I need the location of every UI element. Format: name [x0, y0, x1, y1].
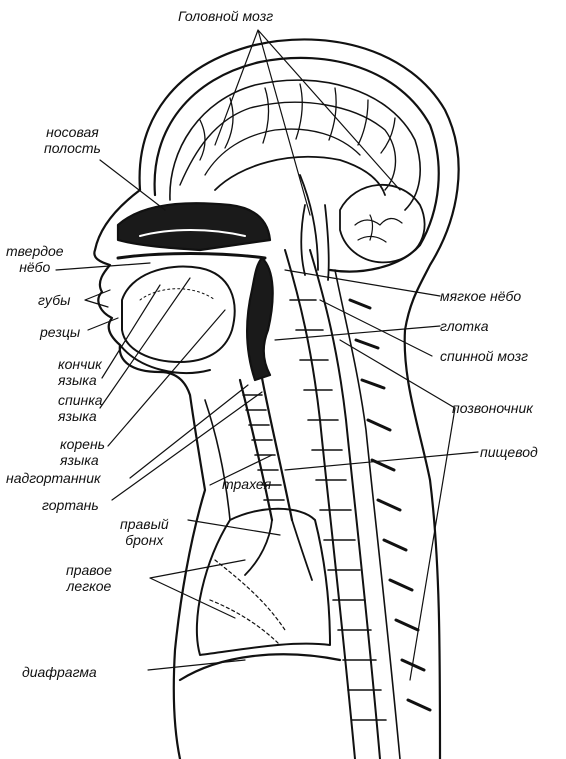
cerebellum: [339, 183, 426, 264]
label-larynx: гортань: [42, 497, 99, 513]
label-epiglottis: надгортанник: [6, 470, 101, 486]
leader-larynx: [111, 391, 263, 501]
leader-bronchus: [187, 519, 281, 536]
leader-nasal: [99, 159, 166, 211]
label-esophagus: пищевод: [480, 444, 538, 460]
leader-lung: [149, 559, 246, 619]
leader-tongue-root: [107, 309, 226, 447]
leader-soft-palate: [284, 269, 441, 297]
nasal-cavity-shape: [116, 202, 272, 252]
label-nasal-cavity: носовая полость: [44, 124, 101, 156]
label-incisors: резцы: [40, 324, 81, 340]
right-lung-shape: [195, 507, 331, 656]
leader-lips: [84, 289, 111, 308]
tongue-shape: [121, 265, 236, 363]
label-trachea: трахея: [222, 476, 272, 492]
leader-incisors: [87, 317, 119, 331]
leader-tongue-back: [99, 277, 191, 409]
body-outline: [138, 38, 460, 759]
label-right-bronchus: правый бронх: [120, 516, 169, 548]
leader-spinal-cord: [319, 299, 433, 357]
leader-hard-palate: [55, 262, 151, 271]
label-spine: позвоночник: [452, 400, 533, 416]
label-diaphragm: диафрагма: [22, 664, 97, 680]
label-brain: Головной мозг: [178, 8, 274, 24]
diaphragm-shape: [178, 653, 342, 682]
leader-epiglottis: [129, 384, 249, 479]
pharynx-shape: [246, 256, 274, 382]
leader-trachea: [209, 454, 273, 486]
label-hard-palate: твердое нёбо: [6, 243, 64, 275]
label-lips: губы: [38, 292, 71, 308]
leader-diaphragm: [147, 659, 246, 671]
spinal-column: [284, 249, 356, 759]
label-tongue-tip: кончик языка: [58, 356, 102, 388]
leader-tongue-tip: [101, 284, 161, 379]
leader-esophagus: [284, 451, 479, 471]
leader-pharynx: [274, 325, 441, 341]
label-spinal-cord: спинной мозг: [440, 348, 528, 364]
label-tongue-back: спинка языка: [58, 392, 103, 424]
leader-spine: [339, 339, 456, 681]
label-soft-palate: мягкое нёбо: [440, 288, 522, 304]
trachea-shape: [238, 376, 294, 522]
leader-brain: [214, 29, 401, 216]
brain-cortex: [169, 79, 421, 211]
label-tongue-root: корень языка: [60, 436, 106, 468]
label-right-lung: правое легкое: [66, 562, 112, 594]
label-pharynx: глотка: [440, 318, 489, 334]
face-outline: [93, 188, 207, 759]
